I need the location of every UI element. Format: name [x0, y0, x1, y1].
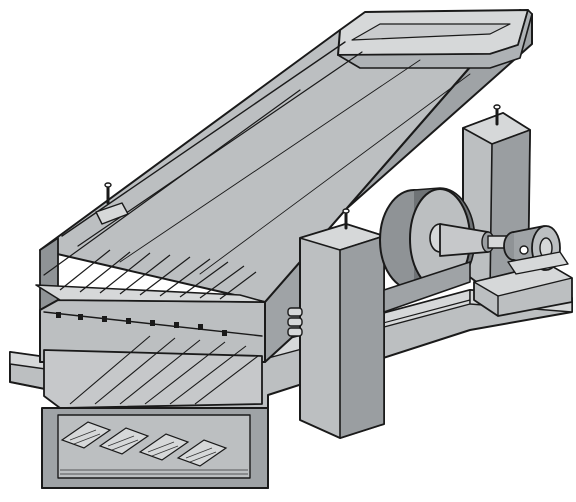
spring-clip-icon	[287, 307, 303, 337]
drive-shaft	[439, 223, 509, 257]
front-support-pillar	[287, 208, 385, 439]
screen-deck-body	[39, 9, 533, 363]
screen-deck-edge	[35, 249, 266, 337]
cross-brace	[383, 261, 471, 313]
lower-screen-deck	[43, 335, 263, 409]
discharge-chutes	[41, 407, 269, 489]
electric-motor	[503, 225, 569, 275]
